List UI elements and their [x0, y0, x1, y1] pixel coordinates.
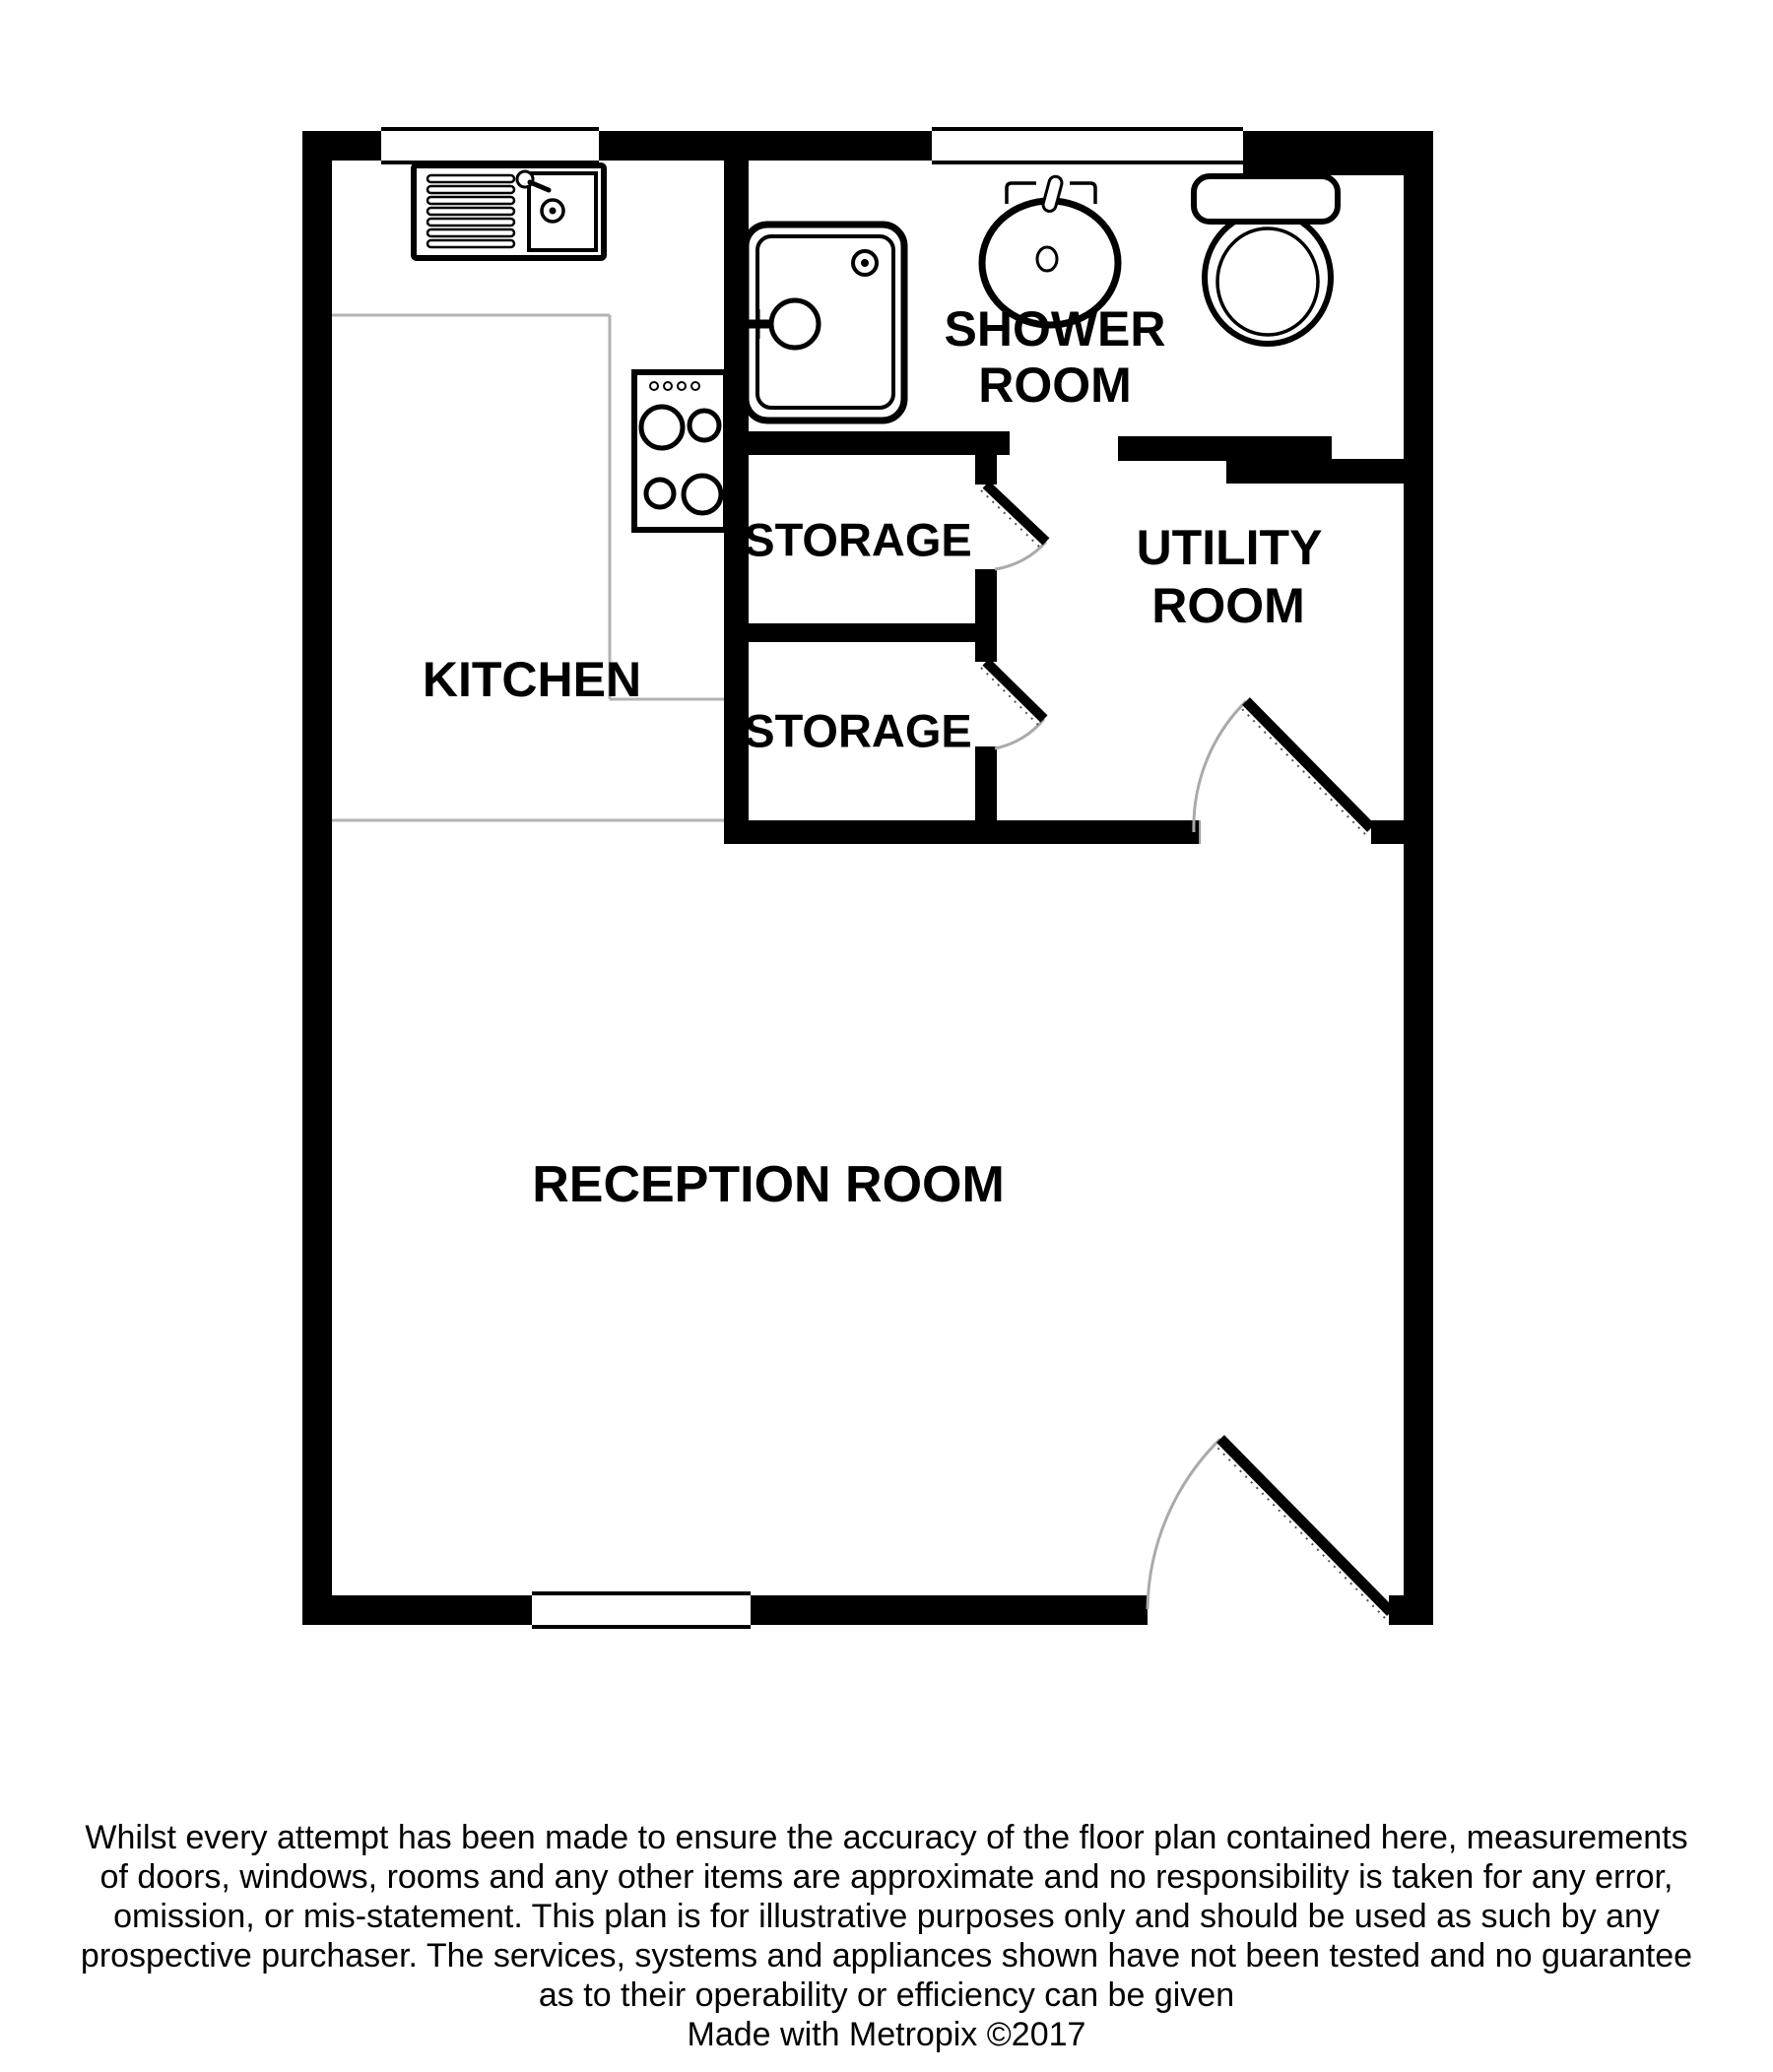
kitchen-divider-lines: [332, 313, 724, 822]
metropix-credit: Made with Metropix ©2017: [687, 2016, 1086, 2053]
wall-top-right-step: [1243, 131, 1433, 175]
wall-shower-storage: [724, 431, 1010, 455]
kitchen-sink-icon: [411, 162, 607, 261]
label-storage-top: STORAGE: [744, 514, 972, 566]
wall-bottom-right-stub: [1389, 1595, 1433, 1625]
door-storage-bottom: [980, 658, 1048, 750]
disclaimer-line: Whilst every attempt has been made to en…: [85, 1819, 1688, 1856]
wall-block-bottom: [724, 820, 1200, 844]
label-kitchen: KITCHEN: [423, 652, 641, 707]
disclaimer-line: of doors, windows, rooms and any other i…: [99, 1858, 1674, 1896]
hob-icon: [631, 369, 729, 533]
label-utility-room-line2: ROOM: [1151, 578, 1305, 633]
window-kitchen: [381, 127, 599, 164]
wall-block-bottom-stub: [1371, 820, 1404, 844]
toilet-icon: [1191, 173, 1341, 347]
wall-shower-utility-lower: [1226, 459, 1404, 484]
label-shower-room-line2: ROOM: [978, 357, 1132, 413]
door-entrance: [1146, 1435, 1395, 1619]
wall-storage-right-3: [975, 746, 997, 825]
wall-storage-mid: [724, 623, 975, 642]
wall-right: [1404, 131, 1433, 1625]
wall-shower-utility-upper: [1118, 436, 1332, 461]
wall-left: [302, 131, 332, 1625]
doors: [980, 481, 1395, 1619]
disclaimer-text: Whilst every attempt has been made to en…: [0, 1818, 1773, 2054]
label-shower-room-line1: SHOWER: [945, 301, 1166, 356]
disclaimer-line: omission, or mis-statement. This plan is…: [113, 1898, 1660, 1935]
disclaimer-line: prospective purchaser. The services, sys…: [80, 1937, 1693, 1975]
window-shower-room: [932, 127, 1243, 164]
windows: [381, 127, 1243, 1629]
floorplan-drawing: KITCHEN SHOWER ROOM STORAGE STORAGE UTIL…: [302, 127, 1433, 1629]
disclaimer-line: as to their operability or efficiency ca…: [538, 1976, 1235, 2014]
wall-storage-right-1: [975, 448, 997, 485]
label-storage-bottom: STORAGE: [744, 705, 972, 757]
window-reception: [532, 1591, 751, 1629]
door-storage-top: [980, 481, 1050, 571]
label-reception-room: RECEPTION ROOM: [532, 1156, 1005, 1213]
basin-icon: [978, 174, 1122, 329]
shower-tray-icon: [742, 221, 908, 424]
label-utility-room-line1: UTILITY: [1137, 520, 1323, 575]
wall-storage-right-2: [975, 569, 997, 662]
door-utility: [1192, 697, 1375, 835]
